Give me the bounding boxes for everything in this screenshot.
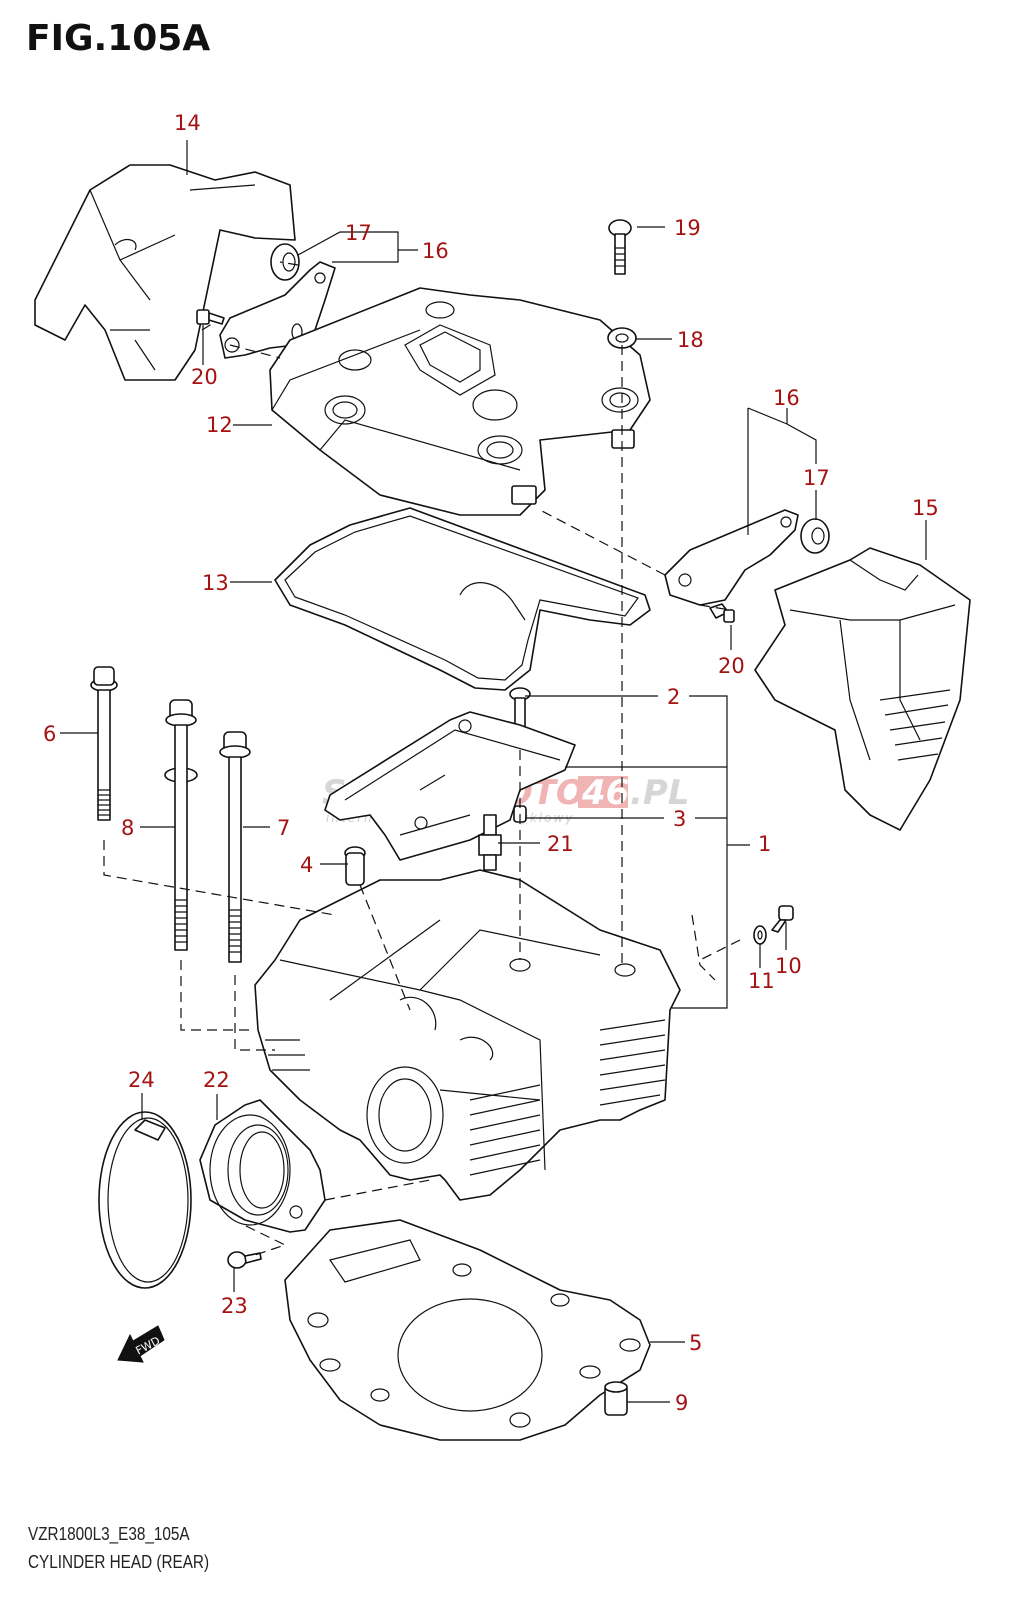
fwd-direction-indicator: FWD: [117, 1325, 165, 1363]
part-8-bolt-with-washer[interactable]: [164, 699, 198, 951]
part-7-bolt[interactable]: [219, 731, 251, 963]
callout-15[interactable]: 15: [912, 496, 939, 520]
callout-16-top[interactable]: 16: [422, 239, 449, 263]
callout-2[interactable]: 2: [667, 685, 680, 709]
part-20-screw-top[interactable]: [196, 309, 225, 325]
part-17-cushion-right[interactable]: [800, 518, 830, 554]
callout-20-right[interactable]: 20: [718, 654, 745, 678]
part-5-head-gasket[interactable]: [284, 1219, 651, 1441]
part-19-cover-bolt[interactable]: [608, 219, 632, 275]
part-11-washer[interactable]: [753, 925, 767, 945]
callout-6[interactable]: 6: [43, 722, 56, 746]
callout-16-right[interactable]: 16: [773, 386, 800, 410]
leader-lines: [60, 140, 927, 1403]
part-9-dowel[interactable]: [604, 1381, 628, 1416]
callout-3[interactable]: 3: [673, 807, 686, 831]
callout-11[interactable]: 11: [748, 969, 775, 993]
part-24-clamp[interactable]: [98, 1111, 192, 1289]
callout-labels: 14 17 16 20 19 18 12 13 16 17 15 20 6 8 …: [43, 111, 939, 1415]
callout-21[interactable]: 21: [547, 832, 574, 856]
watermark-brand-suffix: .PL: [630, 773, 690, 813]
part-12-cylinder-head-cover[interactable]: [269, 287, 651, 516]
callout-12[interactable]: 12: [206, 413, 233, 437]
part-14-cover-left[interactable]: [34, 164, 296, 381]
callout-7[interactable]: 7: [277, 816, 290, 840]
callout-19[interactable]: 19: [674, 216, 701, 240]
part-21-spark-plug[interactable]: [478, 814, 502, 871]
callout-24[interactable]: 24: [128, 1068, 155, 1092]
part-1-cylinder-head[interactable]: [254, 869, 681, 1201]
callout-22[interactable]: 22: [203, 1068, 230, 1092]
callout-18[interactable]: 18: [677, 328, 704, 352]
callout-14[interactable]: 14: [174, 111, 201, 135]
part-13-cover-gasket[interactable]: [274, 507, 651, 691]
callout-8[interactable]: 8: [121, 816, 134, 840]
part-22-intake-pipe[interactable]: [199, 1099, 326, 1233]
callout-9[interactable]: 9: [675, 1391, 688, 1415]
callout-17-top[interactable]: 17: [345, 221, 372, 245]
callout-1[interactable]: 1: [758, 832, 771, 856]
figure-title: FIG.105A: [26, 18, 211, 59]
part-20-screw-right[interactable]: [709, 603, 735, 623]
callout-17-right[interactable]: 17: [803, 466, 830, 490]
figure-name: CYLINDER HEAD (REAR): [28, 1552, 210, 1572]
callout-20-top[interactable]: 20: [191, 365, 218, 389]
callout-4[interactable]: 4: [300, 853, 313, 877]
watermark-number-box: [578, 776, 628, 808]
part-16-bracket-right[interactable]: [664, 509, 799, 606]
watermark-brand-num: 46: [581, 773, 629, 813]
part-10-bolt[interactable]: [771, 905, 794, 933]
model-code: VZR1800L3_E38_105A: [28, 1524, 190, 1544]
callout-23[interactable]: 23: [221, 1294, 248, 1318]
callout-13[interactable]: 13: [202, 571, 229, 595]
part-15-cover-right[interactable]: [754, 547, 971, 831]
part-17-cushion-top[interactable]: [270, 243, 300, 281]
arrow-left-down-icon: [117, 1325, 165, 1363]
callout-10[interactable]: 10: [775, 954, 802, 978]
part-4-plug[interactable]: [344, 846, 366, 886]
part-6-long-bolt[interactable]: [90, 666, 118, 821]
part-23-screw[interactable]: [227, 1251, 262, 1269]
callout-5[interactable]: 5: [689, 1331, 702, 1355]
